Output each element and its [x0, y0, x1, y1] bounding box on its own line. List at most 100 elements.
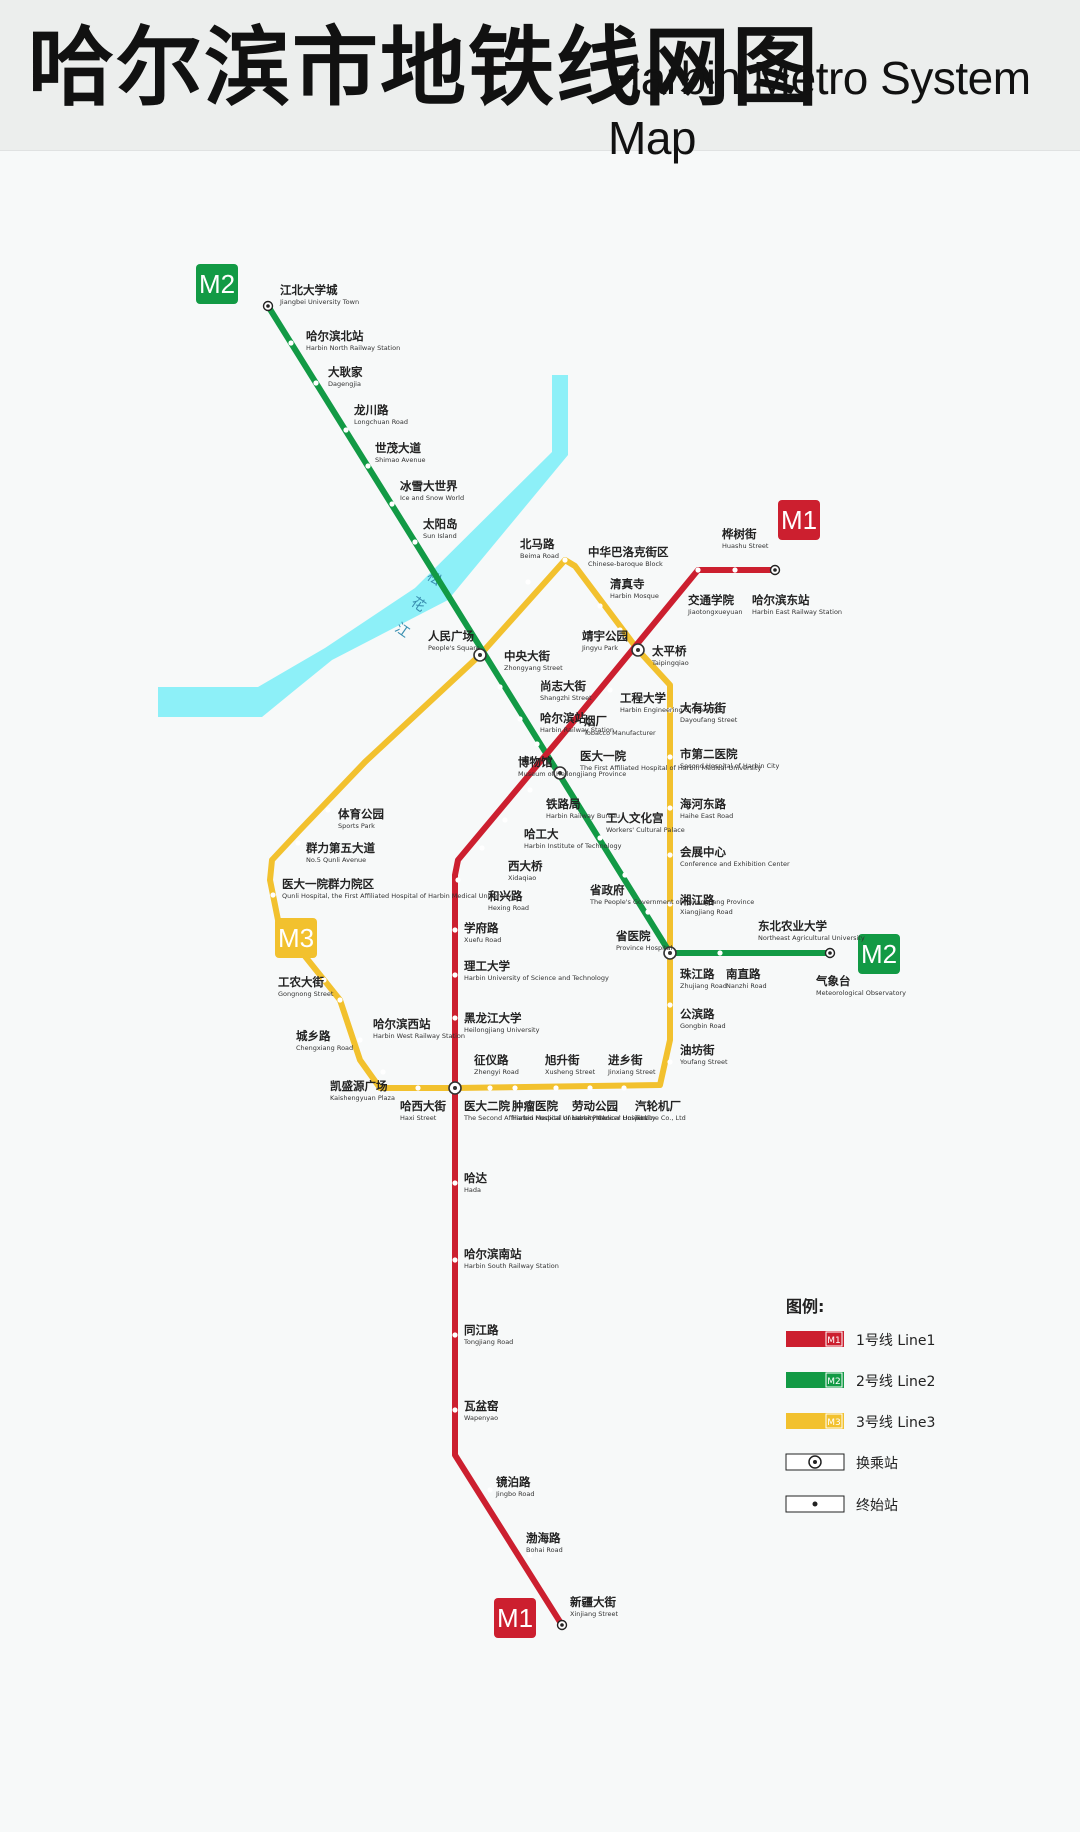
svg-text:M3: M3 [278, 923, 314, 953]
station-name-en: Harbin South Railway Station [464, 1262, 559, 1270]
station-name-cn: 哈尔滨西站 [373, 1017, 431, 1031]
station-name-en: The First Affiliated Hospital of Harbin … [579, 764, 761, 772]
station-marker-haxi-street [415, 1085, 421, 1091]
legend-terminal: 终始站 [856, 1498, 898, 1514]
station-name-en: Jingyu Park [581, 644, 618, 652]
station-name-cn: 劳动公园 [572, 1099, 618, 1113]
station-marker-dayoufang-street [667, 707, 673, 713]
station-name-en: Jinxiang Street [607, 1068, 656, 1076]
station-marker-haihe-east-road [667, 805, 673, 811]
station-marker-shimao-avenue [365, 463, 371, 469]
station-name-cn: 哈尔滨站 [540, 711, 586, 725]
badge-m1-northeast: M1 [778, 500, 820, 540]
station-name-en: Chengxiang Road [296, 1044, 353, 1052]
station-name-en: Second Hospital of Harbin City [680, 762, 779, 770]
station-name-en: Ice and Snow World [400, 494, 464, 502]
station-name-cn: 太阳岛 [422, 517, 458, 531]
station-marker-northeast-agricultural-university [717, 950, 723, 956]
station-name-en: Gongnong Street [278, 990, 334, 998]
station-name-en: Youfang Street [679, 1058, 728, 1066]
station-marker-jingbo-road [487, 1487, 493, 1493]
station-name-en: Zhujiang Road [680, 982, 727, 990]
station-marker-chengxiang-road [337, 997, 343, 1003]
station-name-en: Harbin Railway Bureau [546, 812, 620, 820]
station-name-en: Zhengyi Road [474, 1068, 519, 1076]
station-name-cn: 旭升街 [544, 1053, 580, 1067]
station-name-en: Wapenyao [464, 1414, 498, 1422]
station-name-cn: 新疆大街 [570, 1595, 616, 1609]
station-name-en: The People's Government of Heilongjiang … [589, 898, 754, 906]
station-name-en: Harbin University of Science and Technol… [464, 974, 609, 982]
station-name-en: Jiaotongxueyuan [687, 608, 743, 616]
station-name-cn: 北马路 [520, 537, 555, 551]
station-name-en: Harbin East Railway Station [752, 608, 842, 616]
station-name-cn: 群力第五大道 [305, 841, 375, 855]
station-marker-youfang-street [667, 1059, 673, 1065]
station-name-en: Dayoufang Street [680, 716, 738, 724]
station-name-en: Meteorological Observatory [816, 989, 906, 997]
station-name-cn: 哈西大街 [400, 1099, 446, 1113]
interchange-marker-center-taipingqiao [636, 648, 640, 652]
terminal-marker-center-jiangbei-university-town [266, 304, 270, 308]
station-name-en: Labor Park [572, 1114, 607, 1122]
station-marker-xiangjiang-road [667, 901, 673, 907]
station-name-en: Xidaqiao [508, 874, 536, 882]
legend-interchange: 换乘站 [856, 1455, 898, 1472]
station-name-cn: 气象台 [815, 974, 851, 988]
station-name-en: Jiangbei University Town [279, 298, 359, 306]
station-marker-xuefu-road [452, 927, 458, 933]
station-name-en: Harbin Railway Station [540, 726, 614, 734]
station-name-cn: 油坊街 [680, 1043, 715, 1057]
station-name-en: People's Square [428, 644, 480, 652]
station-name-cn: 瓦盆窑 [464, 1399, 499, 1413]
legend: 图例: M1 1号线 Line1 M2 2号线 Line2 M3 3号线 Lin… [785, 1297, 935, 1514]
station-marker-zhongyang-street [497, 684, 503, 690]
songhua-river [158, 375, 568, 717]
station-marker-xusheng-street [553, 1085, 559, 1091]
station-name-cn: 哈尔滨东站 [752, 593, 810, 607]
station-name-en: Harbin Medical University Cancer Hospita… [512, 1114, 649, 1122]
station-name-cn: 龙川路 [353, 403, 389, 417]
station-marker-bohai-road [527, 1552, 533, 1558]
station-name-en: Harbin North Railway Station [306, 344, 400, 352]
station-name-en: Chinese-baroque Block [588, 560, 663, 568]
legend-title: 图例: [786, 1297, 824, 1316]
station-marker-chinese-baroque-block [562, 557, 568, 563]
station-name-cn: 学府路 [464, 921, 499, 935]
station-marker-heilongjiang-university [452, 1015, 458, 1021]
station-name-en: Museum of Heilongjiang Province [518, 770, 626, 778]
badge-m2-north: M2 [196, 264, 238, 304]
svg-text:M1: M1 [781, 505, 817, 535]
station-name-cn: 汽轮机厂 [635, 1099, 681, 1113]
station-name-en: Xuefu Road [464, 936, 501, 944]
station-name-en: Turbine Co., Ltd [634, 1114, 686, 1122]
legend-line1: 1号线 Line1 [856, 1333, 935, 1349]
station-name-cn: 城乡路 [296, 1029, 331, 1043]
station-name-cn: 哈达 [464, 1171, 487, 1185]
station-name-cn: 桦树街 [721, 527, 757, 541]
station-marker-harbin-institute-of-technology [502, 817, 508, 823]
station-name-cn: 博物馆 [518, 755, 553, 769]
